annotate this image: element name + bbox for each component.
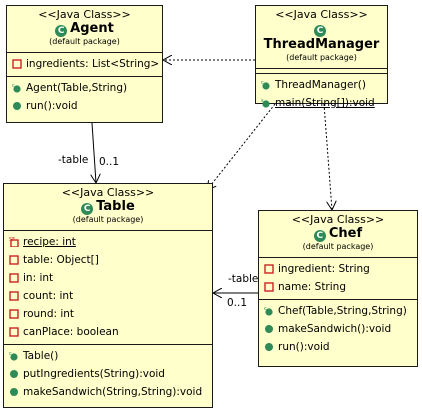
methods-section: c Agent(Table,String) run():void bbox=[7, 77, 162, 118]
class-name: Table bbox=[96, 199, 135, 214]
class-name: Agent bbox=[70, 21, 114, 36]
field-row: name: String bbox=[259, 278, 417, 296]
class-icon: C bbox=[55, 25, 68, 37]
private-field-icon bbox=[9, 327, 19, 337]
static-method-icon: s bbox=[261, 98, 270, 108]
private-field-icon bbox=[9, 255, 19, 265]
agent-table-role-label: -table bbox=[58, 154, 89, 166]
method-row: c Chef(Table,String,String) bbox=[264, 305, 407, 317]
public-method-icon bbox=[10, 370, 18, 378]
field-row: table: Object[] bbox=[4, 251, 212, 269]
field-row: ingredient: String bbox=[259, 260, 417, 278]
fields-section: ingredient: String name: String bbox=[259, 258, 417, 300]
svg-text:c: c bbox=[12, 83, 15, 89]
method-row: c Agent(Table,String) bbox=[12, 82, 128, 94]
svg-text:s: s bbox=[261, 98, 264, 104]
class-name: Chef bbox=[328, 226, 363, 241]
class-package: (default package) bbox=[302, 242, 374, 251]
methods-section: c Chef(Table,String,String) makeSandwich… bbox=[259, 300, 417, 359]
public-method-icon bbox=[265, 343, 273, 351]
constructor-method-icon: c bbox=[261, 80, 270, 90]
field-row: SF recipe: int bbox=[9, 236, 76, 248]
methods-section: c ThreadManager() s main(String[]):void bbox=[256, 74, 387, 115]
chef-table-role-label: -table bbox=[228, 273, 259, 285]
class-name: ThreadManager bbox=[263, 37, 380, 52]
constructor-method-icon: c bbox=[12, 83, 21, 93]
svg-text:c: c bbox=[9, 351, 12, 357]
field-row: count: int bbox=[4, 287, 212, 305]
chef-table-multiplicity-label: 0..1 bbox=[227, 297, 248, 309]
private-field-icon bbox=[9, 309, 19, 319]
method-row: c Table() bbox=[9, 350, 59, 362]
fields-section bbox=[256, 69, 387, 74]
svg-text:c: c bbox=[261, 80, 264, 86]
class-threadmanager[interactable]: <<Java Class>> CThreadManager (default p… bbox=[255, 5, 388, 109]
constructor-method-icon: c bbox=[9, 351, 18, 361]
class-icon: C bbox=[313, 230, 326, 242]
method-row: run():void bbox=[7, 97, 162, 115]
fields-section: SF recipe: int table: Object[] in: int c… bbox=[4, 231, 212, 345]
class-stereotype: <<Java Class>> bbox=[275, 8, 368, 21]
class-icon: C bbox=[81, 203, 94, 215]
method-row: c ThreadManager() bbox=[261, 79, 366, 91]
methods-section: c Table() putIngredients(String):void ma… bbox=[4, 345, 212, 404]
class-header: <<Java Class>> CThreadManager (default p… bbox=[256, 6, 387, 69]
method-row: makeSandwich():void bbox=[259, 320, 417, 338]
private-field-icon bbox=[264, 264, 274, 274]
agent-table-multiplicity-label: 0..1 bbox=[99, 156, 120, 168]
class-package: (default package) bbox=[72, 215, 144, 224]
class-icon: C bbox=[314, 25, 326, 37]
class-package: (default package) bbox=[49, 37, 120, 46]
fields-section: ingredients: List<String> bbox=[7, 53, 162, 77]
agent-table-association bbox=[92, 122, 96, 183]
method-row: putIngredients(String):void bbox=[4, 365, 212, 383]
class-stereotype: <<Java Class>> bbox=[291, 213, 385, 226]
method-row: s main(String[]):void bbox=[261, 97, 375, 109]
class-name-row: CThreadManager bbox=[258, 21, 385, 53]
class-stereotype: <<Java Class>> bbox=[38, 8, 131, 21]
private-field-icon bbox=[9, 273, 19, 283]
method-row: run():void bbox=[259, 338, 417, 356]
public-method-icon bbox=[13, 102, 21, 110]
constructor-method-icon: c bbox=[264, 306, 273, 316]
field-row: in: int bbox=[4, 269, 212, 287]
private-field-icon bbox=[9, 291, 19, 301]
public-method-icon bbox=[10, 388, 18, 396]
static-final-field-icon: SF bbox=[9, 237, 19, 247]
private-field-icon bbox=[12, 59, 22, 69]
public-method-icon bbox=[265, 325, 273, 333]
field-row: ingredients: List<String> bbox=[7, 55, 162, 73]
svg-text:c: c bbox=[264, 306, 267, 312]
class-package: (default package) bbox=[286, 53, 357, 62]
threadmanager-table-dependency bbox=[207, 103, 276, 190]
field-row: round: int bbox=[4, 305, 212, 323]
threadmanager-chef-dependency bbox=[323, 103, 332, 210]
method-row: makeSandwich(String,String):void bbox=[4, 383, 212, 401]
field-row: canPlace: boolean bbox=[4, 323, 212, 341]
class-stereotype: <<Java Class>> bbox=[61, 186, 155, 199]
private-field-icon bbox=[264, 282, 274, 292]
svg-text:SF: SF bbox=[9, 237, 15, 243]
